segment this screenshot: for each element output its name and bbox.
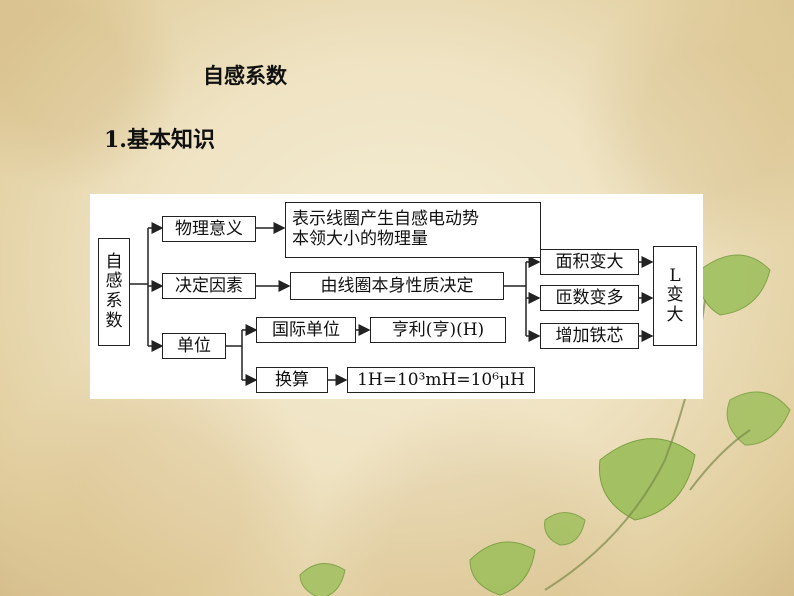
si-unit-node: 国际单位 — [256, 317, 356, 343]
conversion-node: 换算 — [256, 367, 328, 393]
factor-core-node: 增加铁芯 — [540, 323, 639, 349]
diagram-connectors — [128, 222, 654, 386]
root-char: 自 — [105, 251, 123, 272]
result-char: 大 — [666, 304, 684, 325]
concept-diagram: 自 感 系 数 物理意义 表示线圈产生自感电动势 本领大小的物理量 决定因素 由… — [90, 194, 703, 399]
unit-node: 单位 — [162, 333, 226, 359]
meaning-description-line: 表示线圈产生自感电动势 — [292, 209, 479, 230]
meaning-description-line: 本领大小的物理量 — [292, 229, 428, 249]
determine-node: 决定因素 — [162, 273, 256, 299]
root-char: 系 — [105, 291, 123, 311]
factor-area-node: 面积变大 — [540, 249, 639, 275]
root-char: 数 — [105, 310, 123, 331]
result-char: L — [669, 265, 681, 286]
section-heading: 1.基本知识 — [104, 127, 215, 153]
root-char: 感 — [105, 271, 123, 292]
root-node: 自 感 系 数 — [98, 238, 130, 346]
meaning-description: 表示线圈产生自感电动势 本领大小的物理量 — [285, 202, 541, 258]
meaning-node: 物理意义 — [162, 216, 256, 242]
conversion-value: 1H=10³mH=10⁶μH — [347, 367, 535, 393]
result-char: 变 — [666, 285, 684, 306]
result-node: L 变 大 — [653, 246, 697, 346]
factor-turns-node: 匝数变多 — [540, 285, 639, 311]
determine-description: 由线圈本身性质决定 — [290, 272, 504, 300]
si-unit-value: 亨利(亨)(H) — [370, 317, 506, 343]
slide-title: 自感系数 — [203, 63, 287, 88]
